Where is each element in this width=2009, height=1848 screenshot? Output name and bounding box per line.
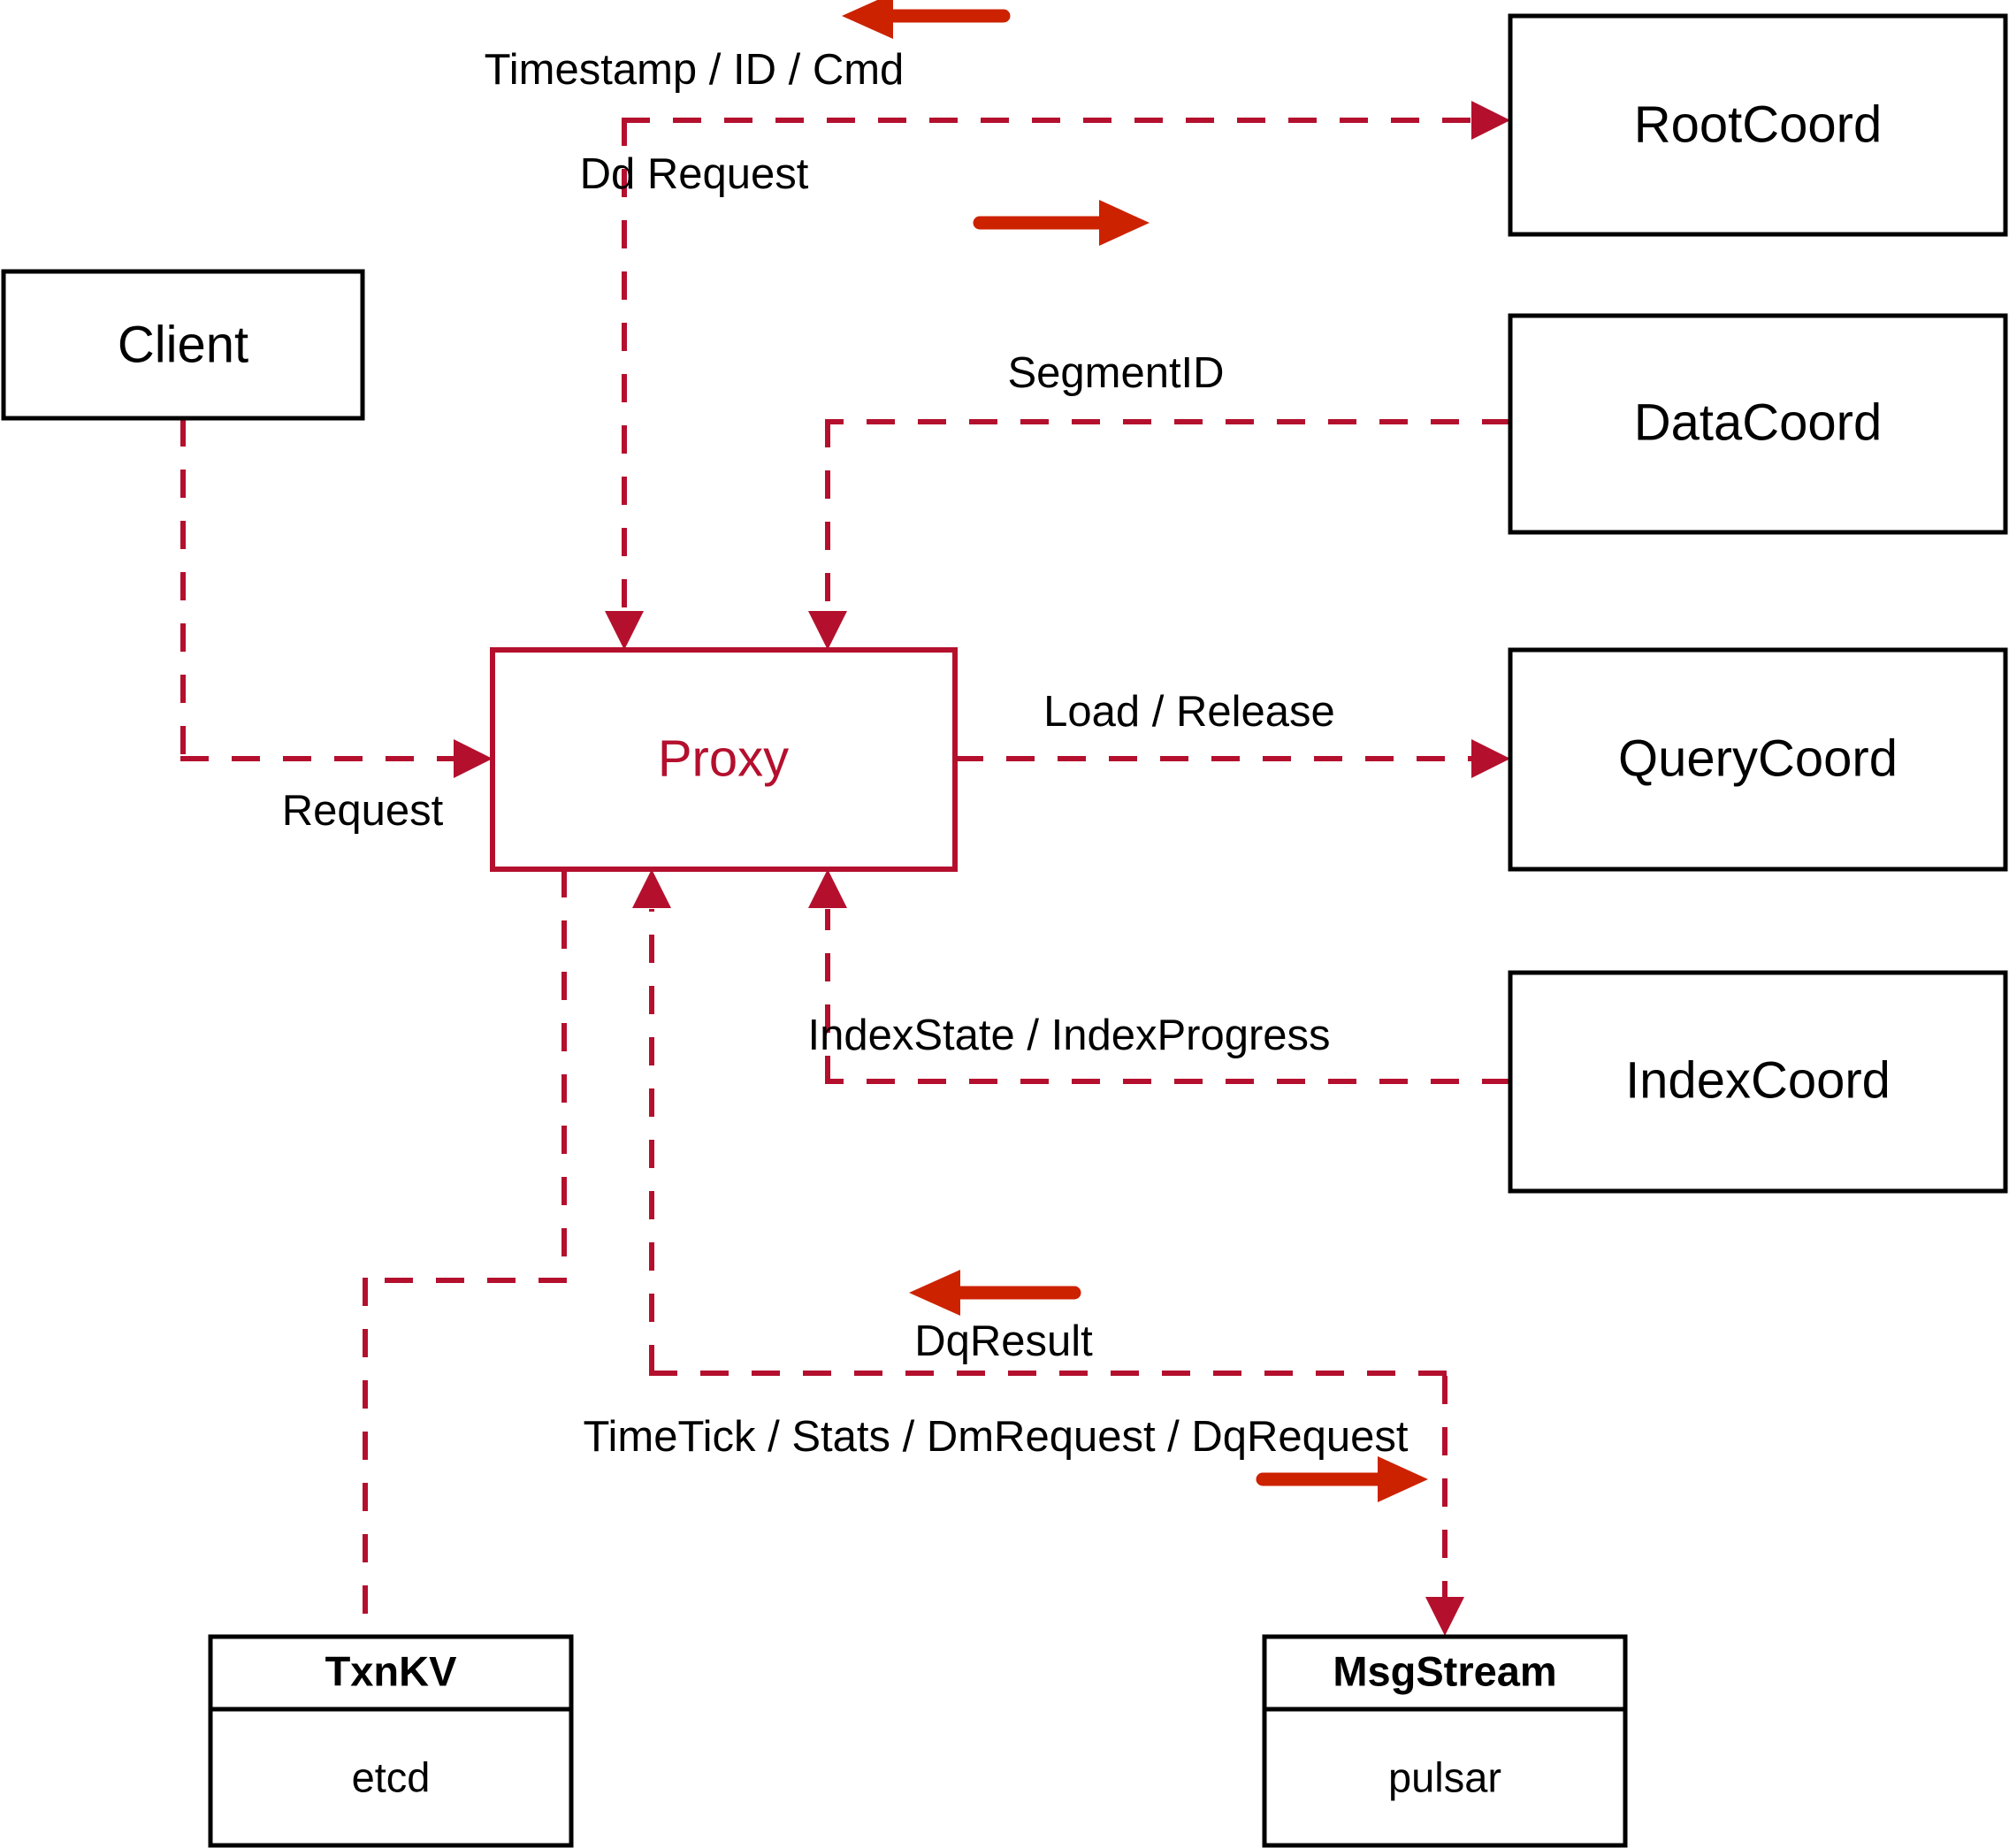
edge-txnkv-link (363, 869, 567, 1637)
node-root-coord[interactable]: RootCoord (1508, 13, 2008, 237)
edge-load-release (955, 739, 1510, 778)
edge-label-timetick-stats-dm-dq: TimeTick / Stats / DmRequest / DqRequest (583, 1413, 1408, 1461)
edge-label-dd-request: Dd Request (580, 150, 809, 198)
edge-label-segment-id: SegmentID (1007, 349, 1224, 397)
edge-segment-id (808, 419, 1510, 650)
node-index-coord[interactable]: IndexCoord (1508, 970, 2008, 1194)
annotation-arrow-dd-request (973, 200, 1150, 246)
node-client-label: Client (118, 316, 248, 373)
node-txnkv-impl: etcd (352, 1753, 431, 1800)
edge-timetick-stats (649, 1371, 1464, 1636)
edge-label-load-release: Load / Release (1043, 688, 1335, 736)
edge-label-request: Request (282, 787, 444, 835)
node-txnkv[interactable]: TxnKV etcd (208, 1634, 574, 1848)
node-query-coord-label: QueryCoord (1618, 729, 1898, 787)
node-proxy-label: Proxy (658, 729, 789, 787)
edge-dd-request (605, 101, 1510, 650)
node-index-coord-label: IndexCoord (1625, 1051, 1891, 1109)
edge-dq-result (632, 869, 671, 1373)
node-root-coord-label: RootCoord (1634, 95, 1882, 153)
edge-label-dq-result: DqResult (914, 1317, 1093, 1365)
node-data-coord[interactable]: DataCoord (1508, 313, 2008, 535)
edge-request (180, 418, 493, 778)
node-proxy[interactable]: Proxy (490, 647, 958, 872)
node-txnkv-label: TxnKV (325, 1647, 458, 1694)
node-msgstream[interactable]: MsgStream pulsar (1262, 1634, 1628, 1848)
node-client[interactable]: Client (1, 269, 365, 421)
node-data-coord-label: DataCoord (1634, 393, 1882, 451)
annotation-arrow-dq-result (909, 1270, 1081, 1316)
edge-label-index-state-progress: IndexState / IndexProgress (807, 1012, 1330, 1059)
annotation-arrow-timetick (1256, 1456, 1428, 1502)
node-query-coord[interactable]: QueryCoord (1508, 647, 2008, 872)
annotation-arrow-timestamp (842, 0, 1011, 39)
edge-label-timestamp-id-cmd: Timestamp / ID / Cmd (485, 46, 905, 94)
edge-index-state-progress (808, 869, 1510, 1084)
node-msgstream-impl: pulsar (1388, 1753, 1501, 1800)
node-msgstream-label: MsgStream (1333, 1647, 1556, 1694)
